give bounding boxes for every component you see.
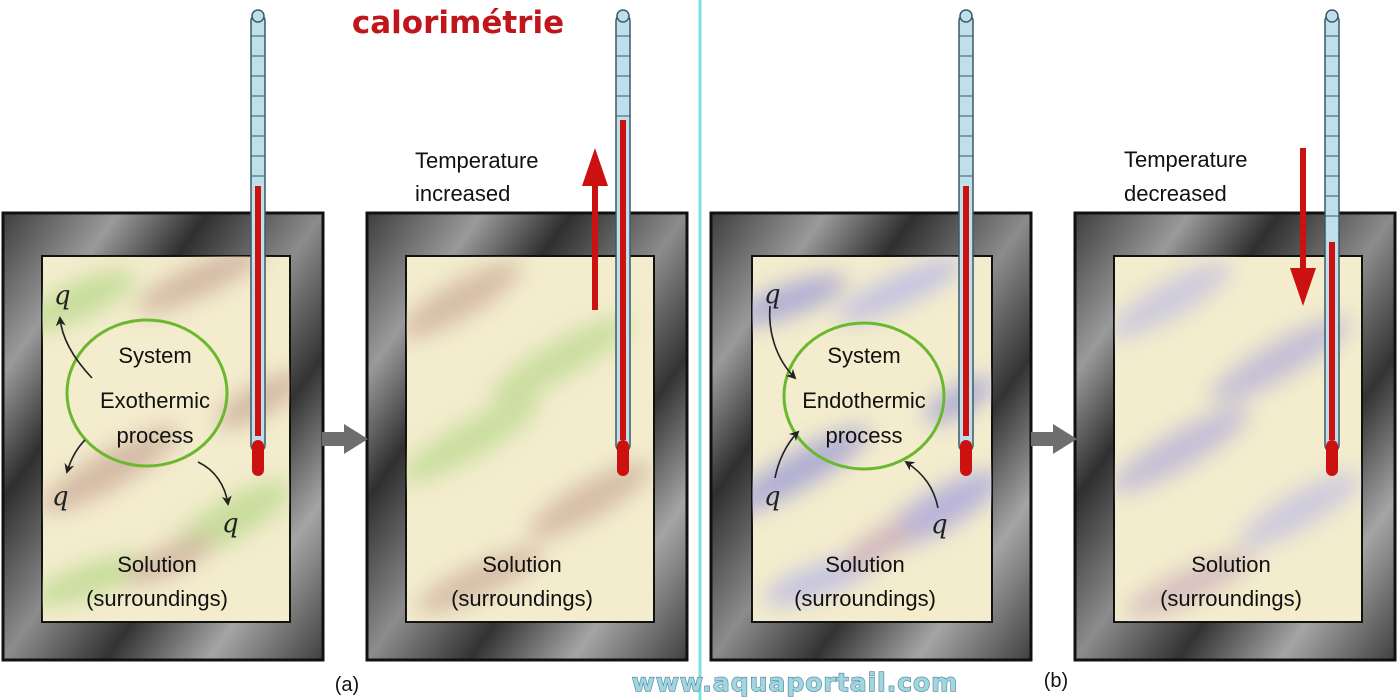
- transition-arrow-b: [1031, 424, 1077, 454]
- process-label-a: process: [116, 423, 193, 448]
- solution-texture-a2: [406, 261, 652, 613]
- temperature-change-b: decreased: [1124, 181, 1227, 206]
- title: calorimétrie: [352, 5, 564, 41]
- surroundings-label-a2: (surroundings): [451, 586, 593, 611]
- heat-arrow-a-left: [64, 439, 86, 474]
- temperature-change-a: increased: [415, 181, 510, 206]
- temperature-down-arrow: [1290, 148, 1316, 306]
- heat-q-b-right: q: [931, 510, 948, 540]
- heat-q-a-top: q: [54, 281, 71, 311]
- thermometer-b2: [1324, 9, 1340, 476]
- process-type-b: Endothermic: [802, 388, 926, 413]
- solution-texture-b2: [1114, 261, 1362, 618]
- heat-arrow-b-top: [768, 305, 797, 380]
- calorimeter-b1: [709, 211, 1033, 662]
- panel-label-a: (a): [335, 674, 359, 696]
- process-type-a: Exothermic: [100, 388, 210, 413]
- panel-a: [1, 148, 689, 662]
- heat-q-b-left: q: [764, 482, 781, 512]
- watermark: www.aquaportail.com: [632, 668, 959, 697]
- solution-label-a1: Solution: [117, 552, 197, 577]
- heat-q-a-right: q: [222, 509, 239, 539]
- thermometer-a2: [615, 9, 631, 476]
- heat-q-b-top: q: [764, 280, 781, 310]
- surroundings-label-b2: (surroundings): [1160, 586, 1302, 611]
- panel-b: [709, 148, 1397, 662]
- solution-label-b2: Solution: [1191, 552, 1271, 577]
- transition-arrow-a: [322, 424, 368, 454]
- system-label-b: System: [827, 343, 900, 368]
- system-circle-a: [65, 318, 229, 468]
- solution-label-a2: Solution: [482, 552, 562, 577]
- system-label-a: System: [118, 343, 191, 368]
- temperature-label-a: Temperature: [415, 148, 539, 173]
- heat-arrow-b-right: [904, 460, 939, 509]
- temperature-label-b: Temperature: [1124, 147, 1248, 172]
- thermometer-b1: [958, 9, 974, 476]
- system-circle-b: [782, 321, 946, 471]
- thermometer-a1: [250, 9, 266, 476]
- heat-q-a-left: q: [52, 482, 69, 512]
- solution-label-b1: Solution: [825, 552, 905, 577]
- calorimeter-a2: [365, 211, 689, 662]
- heat-arrow-a-right: [197, 461, 232, 506]
- surroundings-label-a1: (surroundings): [86, 586, 228, 611]
- heat-arrow-a-top: [55, 316, 93, 379]
- panel-label-b: (b): [1044, 670, 1068, 692]
- heat-arrow-b-left: [774, 430, 800, 479]
- surroundings-label-b1: (surroundings): [794, 586, 936, 611]
- temperature-up-arrow: [582, 148, 608, 310]
- calorimeter-b2: [1073, 211, 1397, 662]
- process-label-b: process: [825, 423, 902, 448]
